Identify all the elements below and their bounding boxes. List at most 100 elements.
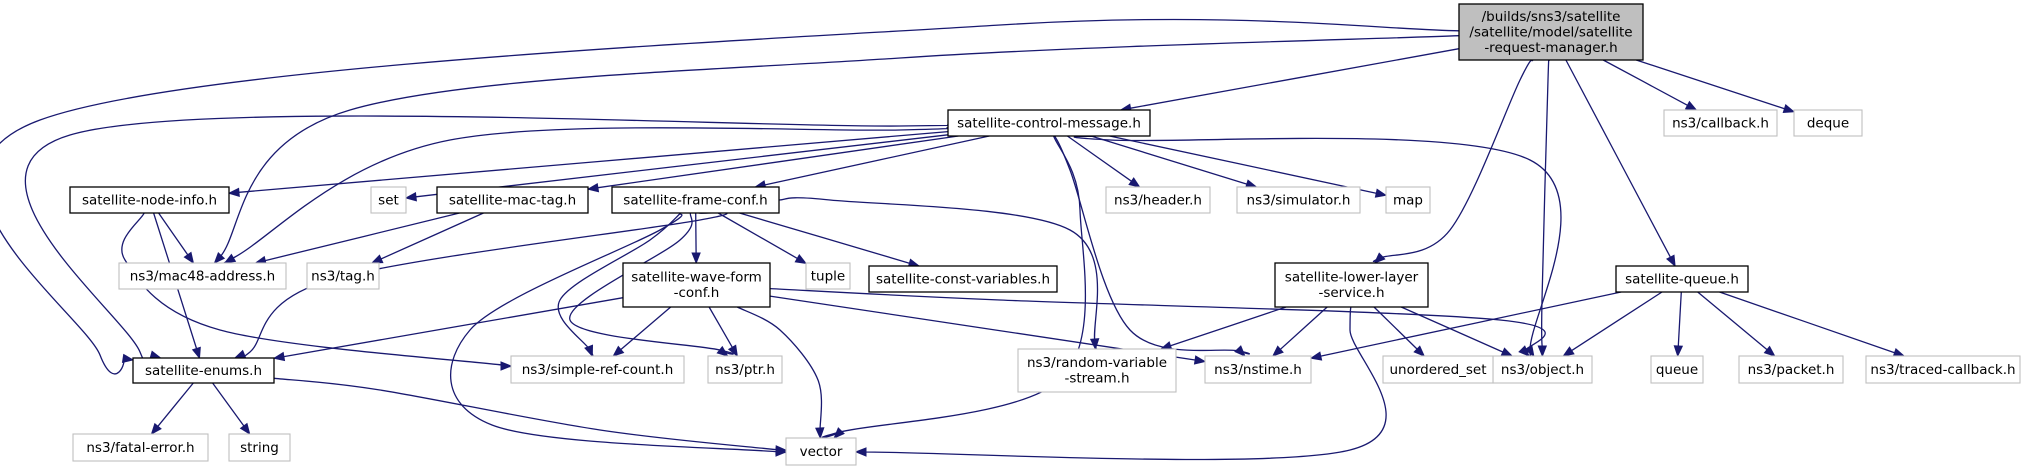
node-frameconf[interactable]: satellite-frame-conf.h xyxy=(611,186,780,214)
node-label: ns3/ptr.h xyxy=(715,362,775,378)
node-constvars[interactable]: satellite-const-variables.h xyxy=(868,265,1058,293)
node-label: queue xyxy=(1656,362,1698,378)
node-nodeinfo[interactable]: satellite-node-info.h xyxy=(69,186,230,214)
node-label: ns3/callback.h xyxy=(1672,115,1769,131)
edge-control-to-header xyxy=(1067,135,1132,182)
edge-waveform-to-simpleref xyxy=(620,306,672,350)
node-label: vector xyxy=(800,444,843,460)
dependency-edges xyxy=(0,18,1906,461)
arrowhead-lower-to-object xyxy=(1500,347,1514,357)
node-map: map xyxy=(1385,186,1431,214)
edge-root-to-lower xyxy=(1372,59,1534,263)
node-box xyxy=(1204,355,1312,384)
node-box xyxy=(805,262,851,290)
node-box xyxy=(868,265,1058,293)
node-label: ns3/object.h xyxy=(1501,362,1584,378)
node-label: -request-manager.h xyxy=(1484,40,1617,56)
node-waveform[interactable]: satellite-wave-form-conf.h xyxy=(622,262,771,308)
edge-mactag-to-tag xyxy=(380,212,484,260)
node-unordered: unordered_set xyxy=(1382,355,1494,384)
node-box xyxy=(1458,3,1644,61)
node-queueh[interactable]: satellite-queue.h xyxy=(1615,265,1749,293)
edge-queueh-to-object xyxy=(1571,291,1663,352)
arrowhead-lower-to-unordered xyxy=(1413,345,1426,357)
arrowhead-root-to-lower xyxy=(1373,252,1386,264)
edge-control-to-nodeinfo xyxy=(238,130,949,193)
node-label: satellite-lower-layer xyxy=(1285,270,1419,286)
arrowhead-queueh-to-nstime xyxy=(1309,351,1323,361)
node-label: ns3/traced-callback.h xyxy=(1870,362,2015,378)
node-box xyxy=(228,433,291,462)
node-box xyxy=(72,433,209,462)
node-box xyxy=(622,262,771,308)
node-mactag[interactable]: satellite-mac-tag.h xyxy=(436,186,589,214)
arrowhead-control-to-vector xyxy=(833,427,845,439)
arrowhead-root-to-deque xyxy=(1782,104,1796,114)
arrowhead-queueh-to-queue xyxy=(1673,345,1684,358)
arrowhead-enums-to-vector xyxy=(775,445,788,455)
edge-queueh-to-queue xyxy=(1677,291,1682,347)
node-box xyxy=(1865,355,2021,384)
node-randvar: ns3/random-variable-stream.h xyxy=(1017,348,1177,393)
node-box xyxy=(132,357,275,384)
node-label: -service.h xyxy=(1318,285,1384,301)
node-label: map xyxy=(1393,192,1423,208)
arrowhead-control-to-nstime xyxy=(1234,345,1246,357)
arrowhead-control-to-nodeinfo xyxy=(227,187,240,197)
arrowhead-nodeinfo-to-simpleref xyxy=(500,361,513,371)
node-box xyxy=(1615,265,1749,293)
node-vector: vector xyxy=(785,437,857,466)
edge-frameconf-to-tuple xyxy=(717,212,798,259)
arrowhead-control-to-header xyxy=(1128,177,1141,188)
edge-mactag-to-mac48 xyxy=(265,212,460,262)
arrowhead-waveform-to-simpleref xyxy=(612,345,625,357)
arrowhead-frameconf-to-enums xyxy=(233,349,247,359)
node-box xyxy=(1663,109,1778,137)
arrowhead-waveform-to-vector xyxy=(815,427,825,440)
node-callback: ns3/callback.h xyxy=(1663,109,1778,137)
node-box xyxy=(510,355,685,384)
node-label: tuple xyxy=(811,268,845,284)
node-object: ns3/object.h xyxy=(1492,355,1593,384)
node-label: /satellite/model/satellite xyxy=(1469,24,1632,40)
edge-lower-to-randvar xyxy=(1170,306,1287,347)
edge-root-to-control xyxy=(1130,48,1460,109)
arrowhead-root-to-mac48 xyxy=(213,252,226,264)
edge-lower-to-object xyxy=(1400,306,1504,353)
arrowhead-nodeinfo-to-enums xyxy=(191,346,201,360)
node-box xyxy=(1236,186,1361,214)
node-enums[interactable]: satellite-enums.h xyxy=(132,357,275,384)
node-box xyxy=(118,262,287,290)
arrowhead-lower-to-vector xyxy=(854,447,867,457)
node-queue: queue xyxy=(1650,355,1704,384)
node-label: -stream.h xyxy=(1064,371,1129,387)
node-label: satellite-const-variables.h xyxy=(876,271,1050,287)
node-box xyxy=(947,109,1151,137)
node-label: satellite-node-info.h xyxy=(82,192,217,208)
edge-root-to-deque xyxy=(1635,59,1785,110)
arrowhead-root-to-enums xyxy=(121,353,135,364)
node-control[interactable]: satellite-control-message.h xyxy=(947,109,1151,137)
arrowhead-control-to-mactag xyxy=(586,182,600,193)
node-set: set xyxy=(370,186,407,214)
edge-control-to-mac48 xyxy=(215,127,953,269)
node-header: ns3/header.h xyxy=(1105,186,1211,214)
node-lower[interactable]: satellite-lower-layer-service.h xyxy=(1274,262,1429,308)
edge-enums-to-string xyxy=(212,382,245,427)
edge-frameconf-to-vector xyxy=(450,212,804,455)
node-label: unordered_set xyxy=(1389,362,1486,378)
node-label: ns3/nstime.h xyxy=(1214,362,1302,378)
edge-lower-to-nstime xyxy=(1279,306,1328,350)
node-box xyxy=(785,437,857,466)
node-box xyxy=(1650,355,1704,384)
arrowhead-root-to-queueh xyxy=(1666,254,1676,268)
arrowhead-control-to-set xyxy=(404,192,417,202)
edge-root-to-callback xyxy=(1602,59,1688,106)
node-box xyxy=(1492,355,1593,384)
arrowhead-enums-to-fatal xyxy=(150,422,162,436)
node-tuple: tuple xyxy=(805,262,851,290)
node-box xyxy=(69,186,230,214)
node-root: /builds/sns3/satellite/satellite/model/s… xyxy=(1458,3,1644,61)
edge-lower-to-unordered xyxy=(1373,306,1418,350)
edge-nodeinfo-to-simpleref xyxy=(121,212,533,370)
